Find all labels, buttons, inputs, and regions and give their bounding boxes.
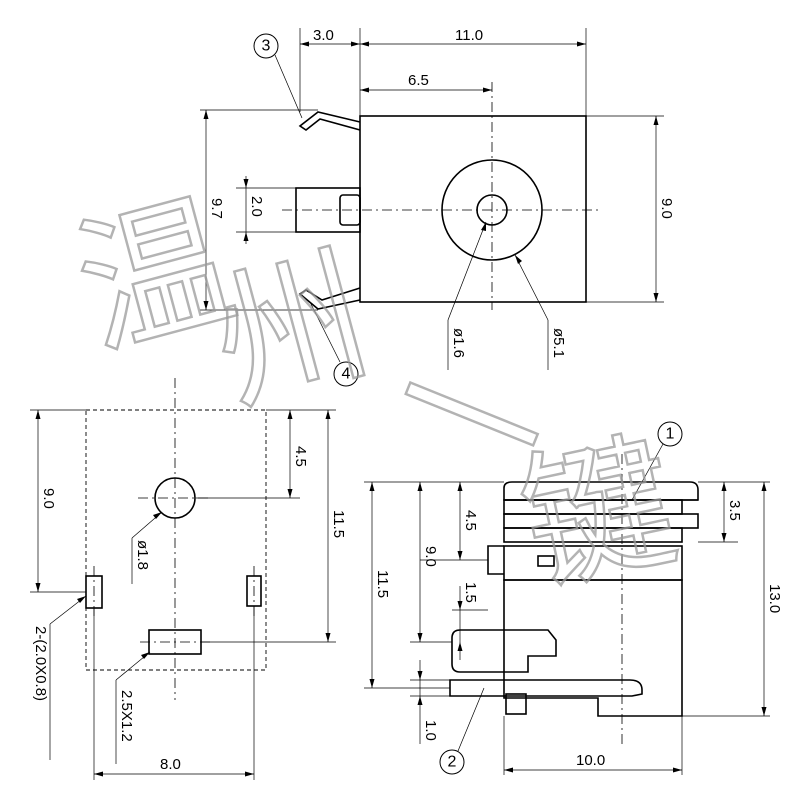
side-middle-lead bbox=[451, 629, 557, 673]
callout-2-circle bbox=[439, 749, 465, 775]
side-lug bbox=[537, 555, 555, 567]
fp-dim-slot-center: 2.5X1.2 bbox=[118, 690, 135, 742]
sv-dim-13-0: 13.0 bbox=[766, 584, 783, 613]
sv-dim-3-5: 3.5 bbox=[726, 500, 743, 521]
fp-dim-11-5: 11.5 bbox=[330, 510, 347, 538]
footprint-outline bbox=[85, 409, 267, 671]
callout-4-circle bbox=[333, 361, 359, 387]
pin-4-lead bbox=[298, 287, 361, 310]
dim-11-0: 11.0 bbox=[455, 27, 483, 44]
dim-phi-5-1: ø5.1 bbox=[550, 328, 567, 358]
side-flange-3 bbox=[503, 527, 683, 543]
fp-dim-phi-1-8: ø1.8 bbox=[134, 540, 151, 570]
watermark-char-4: 键 bbox=[507, 414, 690, 615]
sv-dim-1-5: 1.5 bbox=[462, 582, 479, 603]
dim-phi-1-6: ø1.6 bbox=[450, 328, 467, 358]
side-bottom-peg bbox=[505, 693, 527, 715]
fp-dim-9-0: 9.0 bbox=[40, 488, 57, 509]
callout-3-circle bbox=[253, 33, 279, 59]
top-left-tab-notch bbox=[339, 194, 361, 226]
sv-dim-1-0: 1.0 bbox=[422, 720, 439, 741]
side-bottom-lead bbox=[449, 679, 643, 697]
fp-dim-8-0: 8.0 bbox=[160, 756, 181, 773]
sv-dim-10-0: 10.0 bbox=[576, 752, 605, 769]
top-body bbox=[359, 115, 587, 303]
footprint-view: 4.5 9.0 11.5 ø1.8 2-(2.0X0.8) 2.5X1.2 8.… bbox=[30, 378, 347, 780]
top-view: 3.0 11.0 6.5 9.7 2.0 9.0 ø1.6 ø5 bbox=[200, 27, 675, 387]
sv-dim-9-0: 9.0 bbox=[422, 546, 439, 567]
side-upper-lead bbox=[487, 545, 504, 575]
callout-4: 4 bbox=[342, 366, 351, 383]
fp-dim-slots: 2-(2.0X0.8) bbox=[32, 626, 49, 701]
dim-3-0: 3.0 bbox=[313, 27, 334, 44]
watermark-char-2: 州 bbox=[196, 228, 386, 435]
side-view: 4.5 3.5 9.0 1.5 11.5 13.0 1.0 10 bbox=[364, 421, 783, 775]
watermark: 温 州 一 键 bbox=[59, 172, 691, 617]
pin-3-lead bbox=[298, 111, 361, 131]
callout-2: 2 bbox=[448, 754, 457, 771]
callout-1-circle bbox=[657, 421, 683, 447]
dim-6-5: 6.5 bbox=[408, 72, 429, 89]
side-lower-body bbox=[503, 579, 683, 717]
footprint-hole bbox=[154, 477, 196, 519]
dim-2-0: 2.0 bbox=[248, 196, 265, 217]
callout-3: 3 bbox=[262, 38, 271, 55]
sv-dim-4-5: 4.5 bbox=[462, 510, 479, 531]
callout-1: 1 bbox=[666, 426, 675, 443]
sv-dim-11-5: 11.5 bbox=[374, 570, 391, 598]
side-top-cap bbox=[503, 481, 699, 501]
dim-9-7: 9.7 bbox=[208, 198, 225, 219]
dim-9-0-right: 9.0 bbox=[658, 198, 675, 219]
fp-dim-4-5: 4.5 bbox=[292, 446, 309, 467]
